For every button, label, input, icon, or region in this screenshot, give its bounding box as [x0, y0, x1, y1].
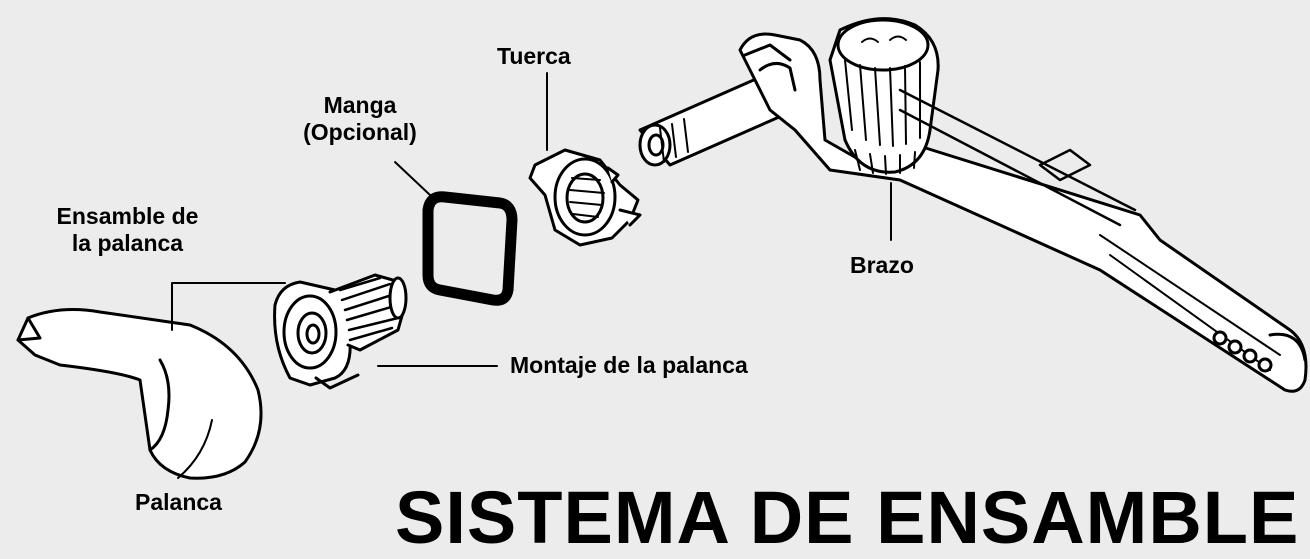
- label-ensamble-line2: la palanca: [71, 230, 184, 256]
- brazo-part: [638, 17, 1308, 393]
- label-manga-line2: (Opcional): [303, 119, 417, 145]
- page-title: SISTEMA DE ENSAMBLE: [395, 476, 1300, 559]
- exploded-assembly-diagram: [16, 17, 1308, 480]
- palanca-part: [16, 308, 263, 480]
- manga-part: [422, 191, 518, 306]
- label-tuerca: Tuerca: [497, 43, 571, 69]
- label-ensamble: Ensamble de la palanca: [25, 203, 230, 257]
- label-palanca: Palanca: [135, 489, 222, 515]
- label-brazo: Brazo: [850, 252, 914, 278]
- tuerca-part: [528, 148, 642, 247]
- leader-lines: [171, 72, 892, 367]
- label-manga: Manga (Opcional): [280, 92, 440, 146]
- label-ensamble-line1: Ensamble de: [56, 203, 199, 229]
- label-manga-line1: Manga: [323, 92, 397, 118]
- arrow-rotate-icon: [861, 35, 907, 43]
- label-montaje: Montaje de la palanca: [510, 352, 748, 378]
- montaje-part: [273, 273, 408, 390]
